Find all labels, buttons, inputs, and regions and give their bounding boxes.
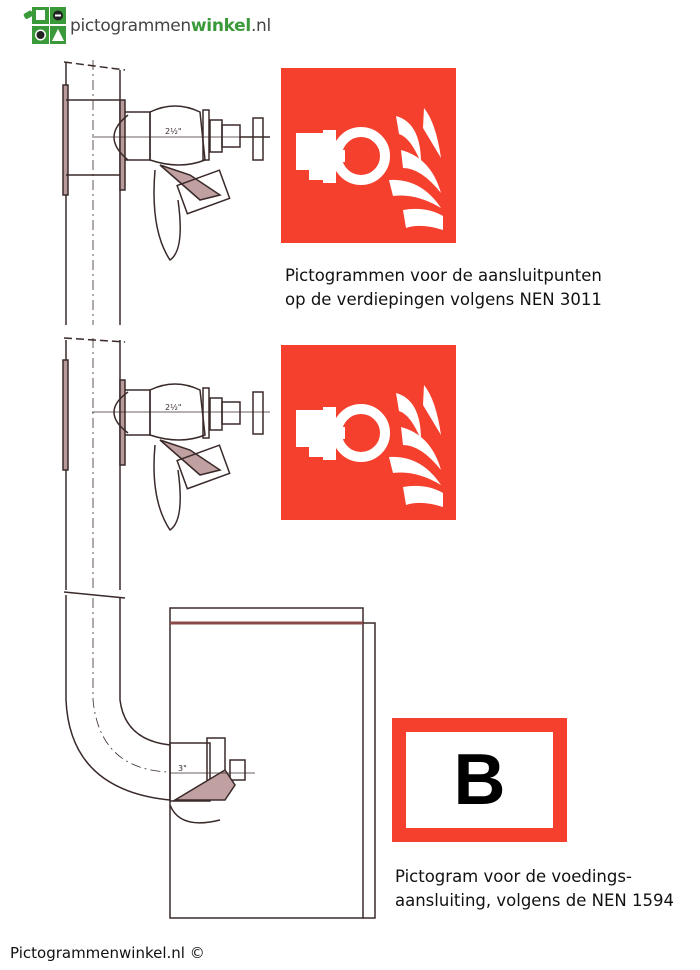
logo[interactable]: pictogrammenwinkel.nl bbox=[22, 6, 271, 46]
fire-hose-connection-icon bbox=[296, 385, 443, 507]
middle-riser-section bbox=[62, 337, 270, 590]
caption-line: Pictogram voor de voedings- bbox=[395, 867, 632, 886]
supply-connection-b-sign: B bbox=[392, 718, 567, 842]
logo-text-plain: pictogrammen bbox=[70, 16, 191, 36]
logo-icon bbox=[23, 7, 66, 44]
fire-hose-connection-icon bbox=[296, 108, 443, 230]
logo-text-bold: winkel bbox=[190, 16, 251, 36]
valve-size-label-2: 2½" bbox=[165, 403, 182, 412]
logo-text: pictogrammenwinkel.nl bbox=[70, 16, 271, 36]
valve-size-label-1: 2½" bbox=[165, 127, 182, 136]
b-sign-letter: B bbox=[453, 740, 506, 820]
inlet-size-label: 3" bbox=[178, 764, 187, 773]
fire-hose-connection-sign-1 bbox=[281, 68, 456, 243]
floor-connections-caption: Pictogrammen voor de aansluitpunten op d… bbox=[285, 264, 602, 312]
supply-connection-caption: Pictogram voor de voedings- aansluiting,… bbox=[395, 865, 674, 913]
caption-line: aansluiting, volgens de NEN 1594 bbox=[395, 891, 674, 910]
supply-connection-section bbox=[63, 591, 376, 919]
caption-line: Pictogrammen voor de aansluitpunten bbox=[285, 266, 602, 285]
logo-text-suffix: .nl bbox=[250, 16, 271, 36]
copyright-footer: Pictogrammenwinkel.nl © bbox=[10, 944, 205, 962]
caption-line: op de verdiepingen volgens NEN 3011 bbox=[285, 290, 602, 309]
fire-hose-connection-sign-2 bbox=[281, 345, 456, 520]
b-sign-inner: B bbox=[406, 732, 553, 828]
upper-riser-section bbox=[62, 60, 270, 325]
